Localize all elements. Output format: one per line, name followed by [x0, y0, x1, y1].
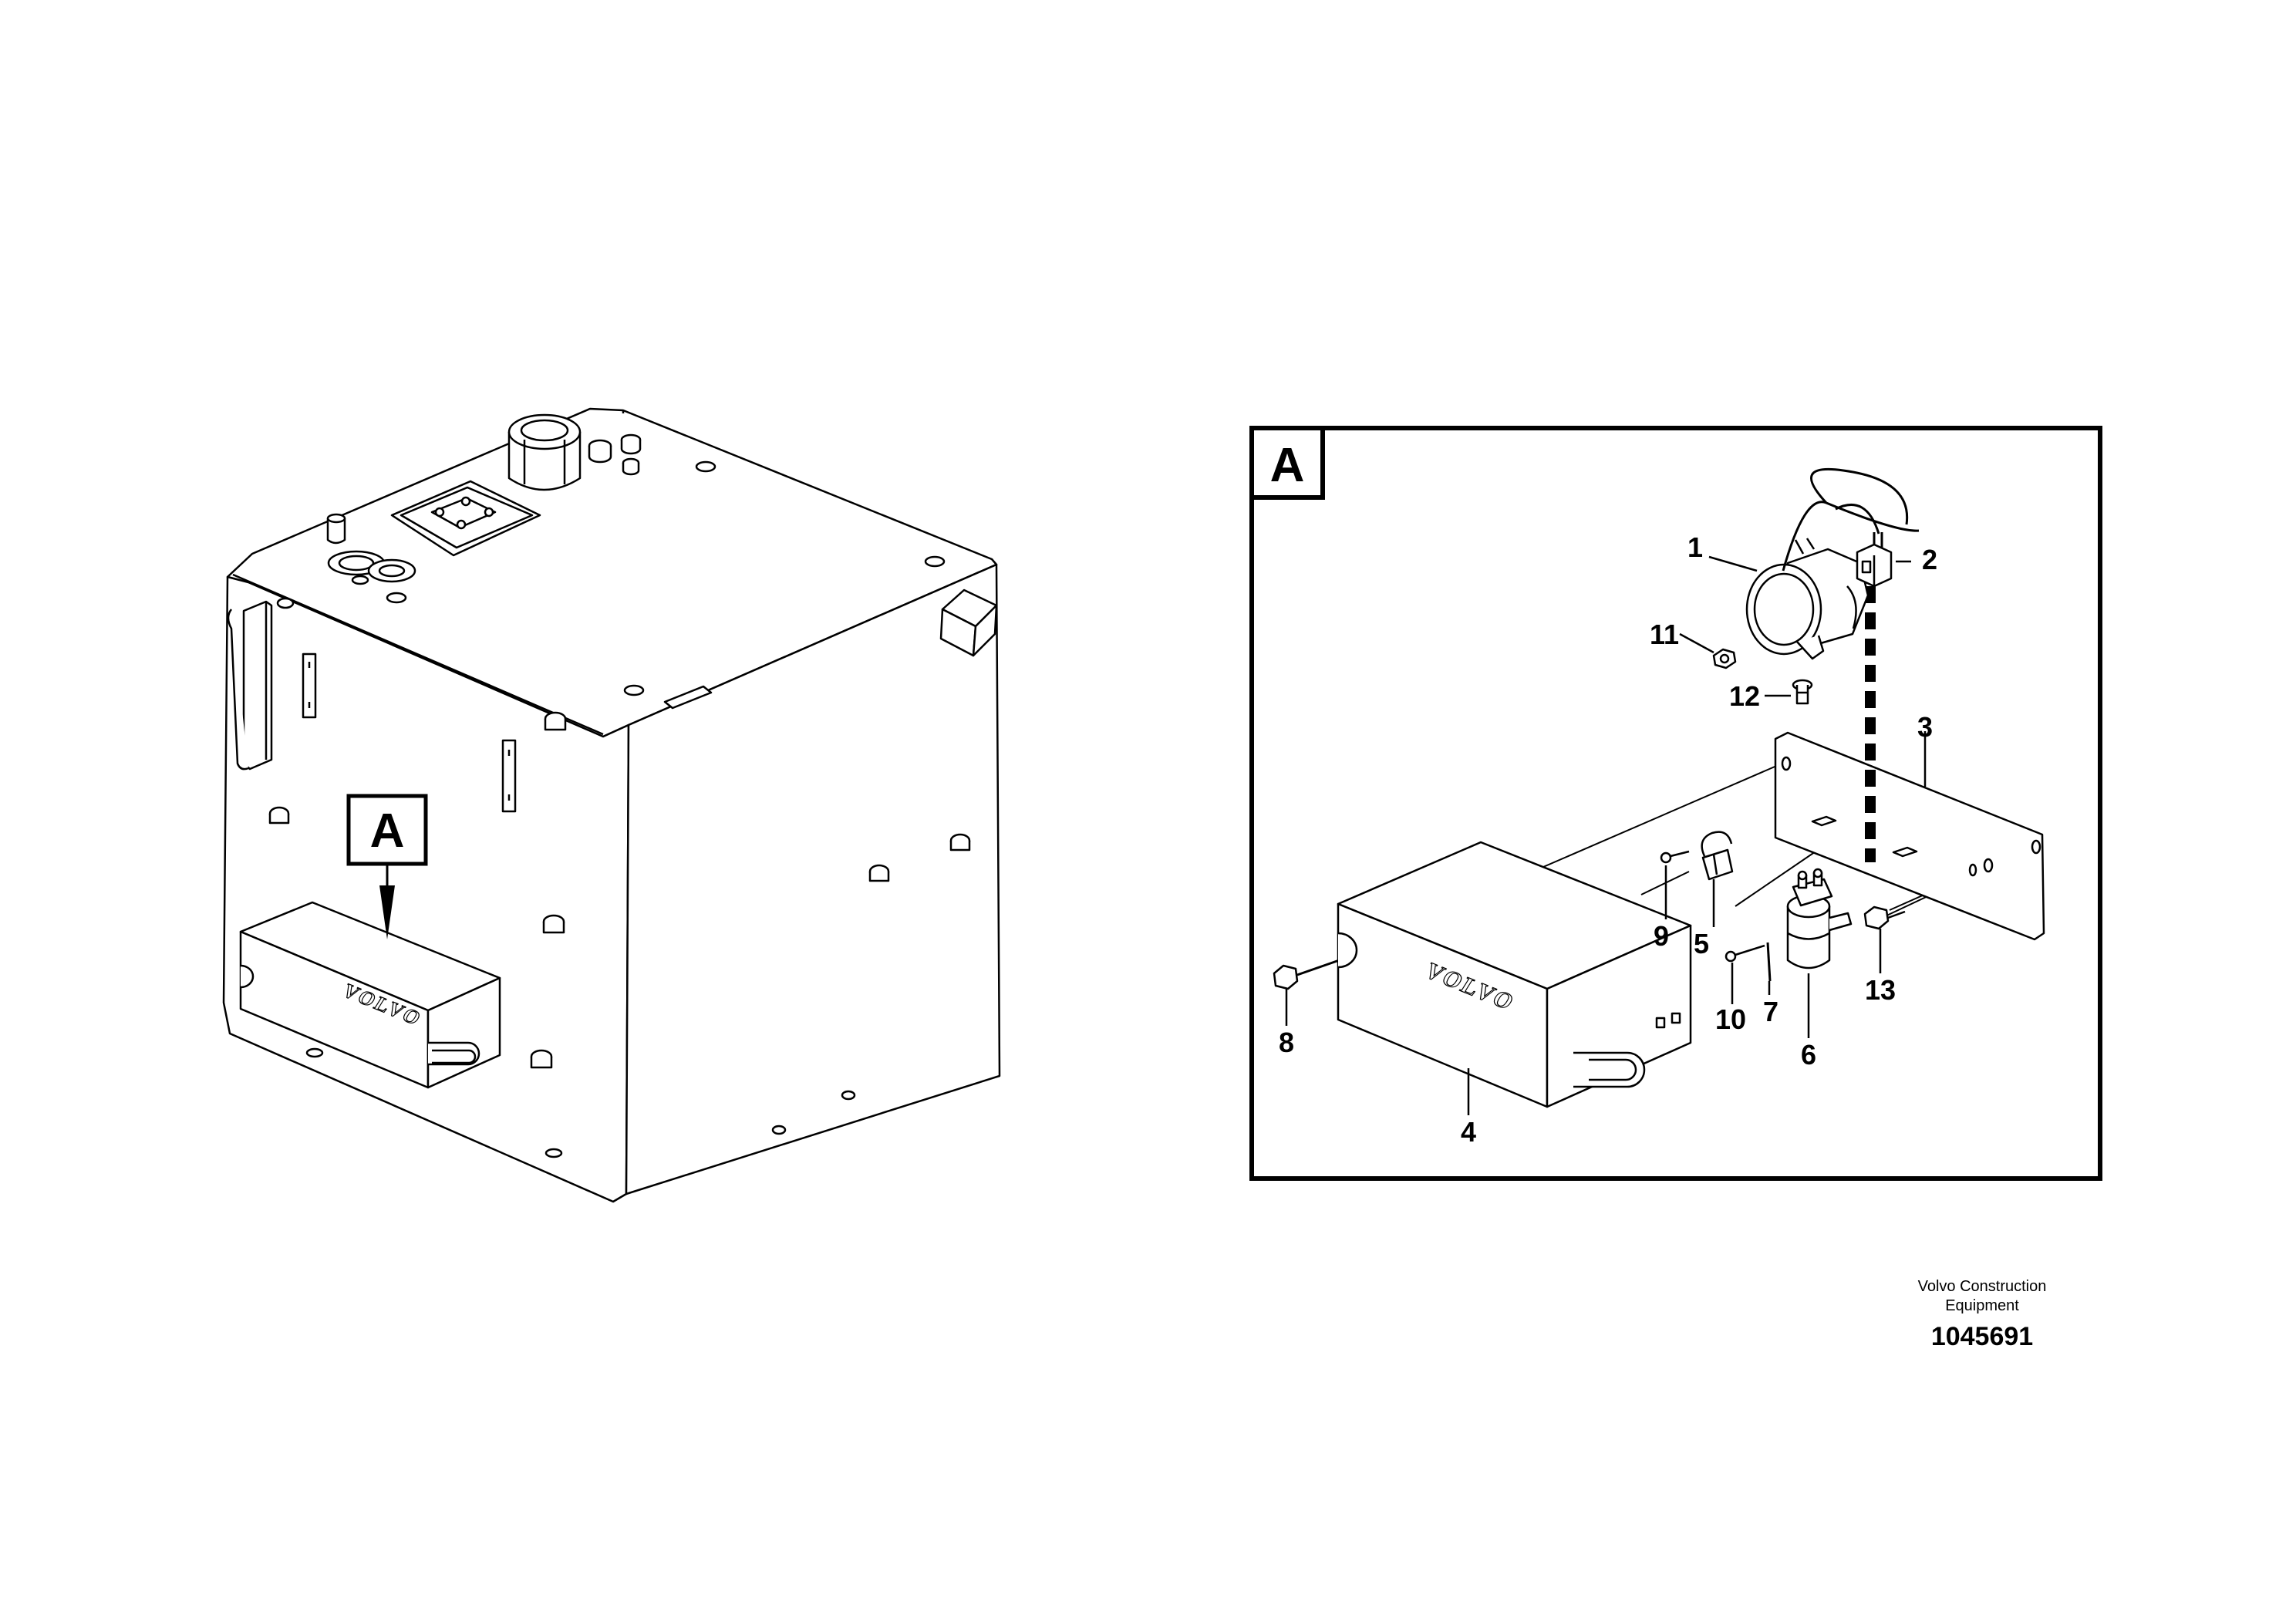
clip-part-5 [1701, 831, 1734, 881]
wire-connector [1856, 543, 1893, 588]
detail-view-letter: A [1270, 439, 1305, 492]
filler-cap [507, 413, 582, 491]
callout-4: 4 [1461, 1116, 1476, 1148]
top-fittings [326, 433, 946, 696]
callout-13: 13 [1865, 974, 1896, 1006]
pin-part-7 [1766, 942, 1772, 982]
callout-2: 2 [1922, 544, 1937, 575]
inspection-cover [390, 480, 541, 557]
overview-marker-arrow [379, 885, 395, 939]
callout-9: 9 [1654, 920, 1669, 952]
callout-leaders [1285, 555, 1927, 1115]
nut-part-11 [1712, 648, 1737, 669]
callout-1: 1 [1687, 531, 1703, 563]
screw-part-10 [1725, 944, 1765, 963]
callout-5: 5 [1694, 928, 1709, 959]
front-face-fittings [268, 653, 971, 1158]
relay-part-6 [1786, 868, 1853, 969]
screw-part-9 [1660, 850, 1690, 864]
horn-wiring [1782, 467, 1920, 572]
callout-7: 7 [1763, 996, 1778, 1027]
detail-frame [1249, 426, 2102, 1181]
callout-10: 10 [1715, 1003, 1746, 1035]
mounting-plate [1774, 731, 2045, 941]
footer-company: Volvo Construction Equipment [1866, 1277, 2098, 1316]
bolt-part-13 [1863, 905, 1906, 930]
side-bracket-box [939, 588, 998, 657]
bolt-part-8 [1273, 956, 1347, 990]
left-side-bracket [227, 597, 295, 771]
callout-8: 8 [1279, 1027, 1294, 1058]
callout-12: 12 [1729, 680, 1760, 712]
horn-assembly [1745, 538, 1870, 660]
tank-right-face [625, 563, 1001, 1195]
callout-11: 11 [1650, 619, 1679, 650]
detail-letter-box [1249, 426, 1325, 500]
footer-company-line2: Equipment [1945, 1297, 2019, 1314]
callout-6: 6 [1801, 1039, 1816, 1071]
footer-drawing-number: 1045691 [1930, 1322, 2034, 1351]
overview-battery-cover [239, 901, 501, 1089]
tank-overview [222, 407, 1001, 1203]
bolt-part-12 [1792, 679, 1813, 705]
overview-detail-marker-letter: A [370, 804, 405, 858]
callout-3: 3 [1917, 711, 1933, 743]
battery-cover [1337, 841, 1692, 1108]
callout-labels: 1 2 3 4 5 6 7 8 9 10 11 12 13 [1279, 531, 1937, 1148]
overview-detail-marker: A [346, 794, 428, 939]
footer-company-line1: Volvo Construction [1917, 1278, 2047, 1295]
